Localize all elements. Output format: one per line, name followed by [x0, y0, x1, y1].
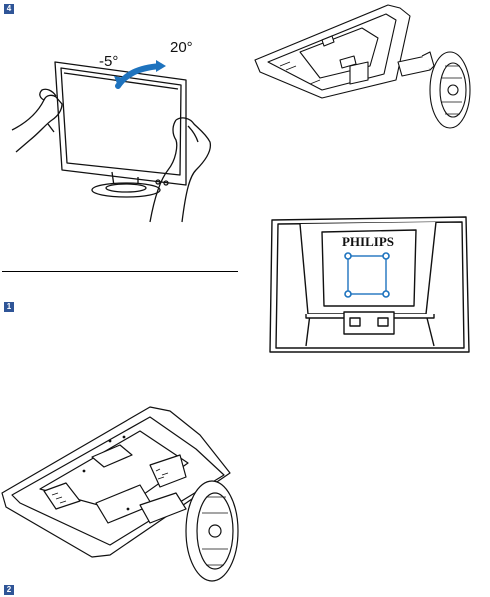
monitor-base-removed-illustration [250, 0, 485, 130]
tilt-forward-label: -5° [99, 53, 118, 70]
monitor-back-vesa-illustration: PHILIPS [266, 214, 476, 359]
step-number-badge: 2 [4, 585, 14, 595]
monitor-tilt-illustration: -5° 20° [0, 0, 240, 260]
monitor-face-down-illustration [0, 405, 245, 585]
step-number-badge: 1 [4, 302, 14, 312]
brand-logo: PHILIPS [342, 234, 394, 249]
tilt-backward-label: 20° [170, 39, 193, 56]
section-divider [2, 271, 238, 272]
